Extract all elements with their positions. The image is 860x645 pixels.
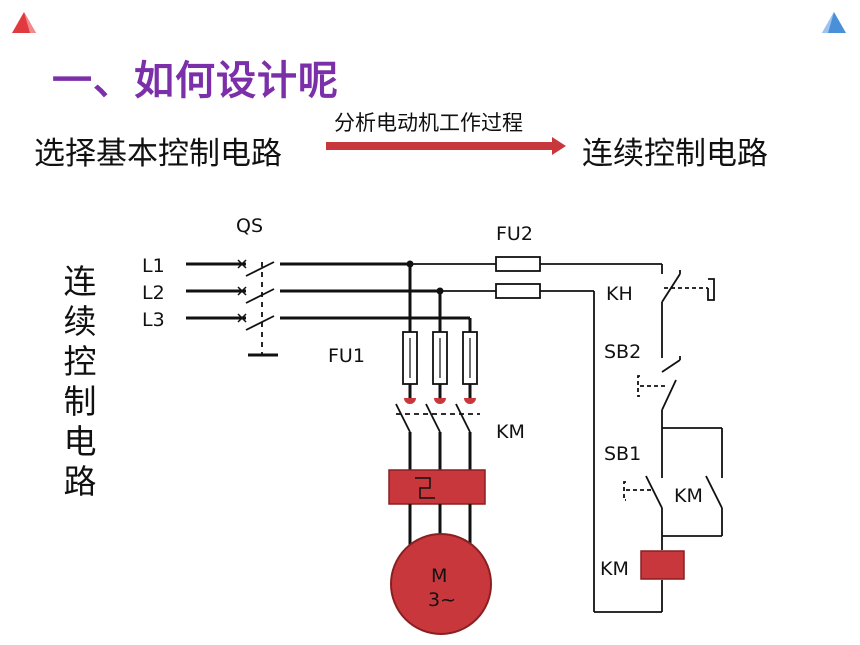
vertical-char: 电 (63, 422, 97, 461)
fu2-label: FU2 (496, 223, 533, 245)
vertical-char: 路 (63, 462, 97, 501)
fu2-fuses (495, 256, 541, 299)
km-main-label: KM (496, 421, 525, 443)
page-title: 一、如何设计呢 (52, 58, 339, 104)
motor-label: M (431, 565, 447, 587)
vertical-char: 续 (63, 302, 97, 341)
motor-circle (390, 533, 492, 635)
junction-dots (406, 260, 444, 295)
qs-switch (245, 261, 278, 357)
flow-arrow (326, 137, 566, 155)
control-circuit (623, 264, 723, 612)
motor-phase-label: 3~ (428, 589, 456, 611)
kh-label: KH (606, 283, 633, 305)
kh-heater-symbol (415, 477, 435, 499)
km-coil (640, 550, 685, 580)
l2-label: L2 (142, 282, 165, 304)
km-coil-label: KM (600, 558, 629, 580)
vertical-char: 制 (63, 382, 97, 421)
fu1-inner-lines (409, 338, 471, 378)
vertical-char: 控 (63, 342, 97, 381)
sb2-label: SB2 (604, 341, 641, 363)
km-aux-label: KM (674, 485, 703, 507)
flow-from-text: 选择基本控制电路 (34, 136, 282, 172)
kh-thermal-element (388, 469, 486, 505)
km-to-kh-lines (408, 432, 472, 470)
qs-label: QS (236, 215, 263, 237)
km-main-contacts (395, 403, 480, 433)
flow-arrow-label: 分析电动机工作过程 (334, 111, 523, 135)
flow-to-text: 连续控制电路 (582, 136, 768, 172)
l1-label: L1 (142, 255, 165, 277)
vertical-char: 连 (63, 262, 97, 301)
input-lines (186, 262, 246, 320)
main-bus (280, 262, 472, 332)
qs-contact-marks (237, 259, 247, 323)
km-contact-dots (404, 398, 476, 404)
red-triangle-shade (24, 12, 36, 33)
vertical-label: 连 续 控 制 电 路 (60, 262, 100, 502)
l3-label: L3 (142, 309, 165, 331)
blue-triangle-shade (822, 12, 834, 33)
fu1-to-km-lines (408, 384, 472, 398)
sb1-label: SB1 (604, 443, 641, 465)
control-branch-lines (410, 263, 662, 613)
fu1-label: FU1 (328, 345, 365, 367)
